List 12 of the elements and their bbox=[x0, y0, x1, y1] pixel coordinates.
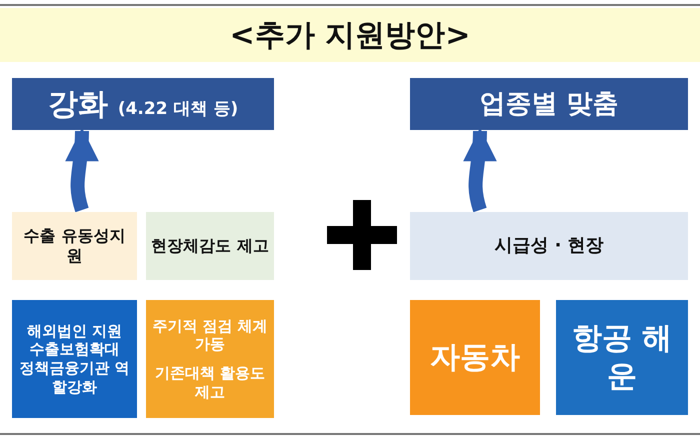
category-box: 수출 유동성지원 bbox=[12, 212, 137, 280]
arrow bbox=[462, 128, 496, 212]
category-box: 현장체감도 제고 bbox=[146, 212, 274, 280]
industry-box: 자동차 bbox=[410, 300, 540, 415]
measure-box: 주기적 점검 체계 가동 기존대책 활용도 제고 bbox=[146, 300, 274, 418]
category-box: 시급성 · 현장 bbox=[410, 212, 688, 280]
arrow bbox=[64, 128, 98, 212]
industry-box: 항공 해운 bbox=[556, 300, 688, 415]
title-banner: <추가 지원방안> bbox=[0, 8, 700, 62]
measure-box: 해외법인 지원 수출보험확대 정책금융기관 역할강화 bbox=[12, 300, 137, 418]
header-box: 강화 (4.22 대책 등) bbox=[12, 78, 274, 130]
header-box: 업종별 맞춤 bbox=[410, 78, 688, 130]
